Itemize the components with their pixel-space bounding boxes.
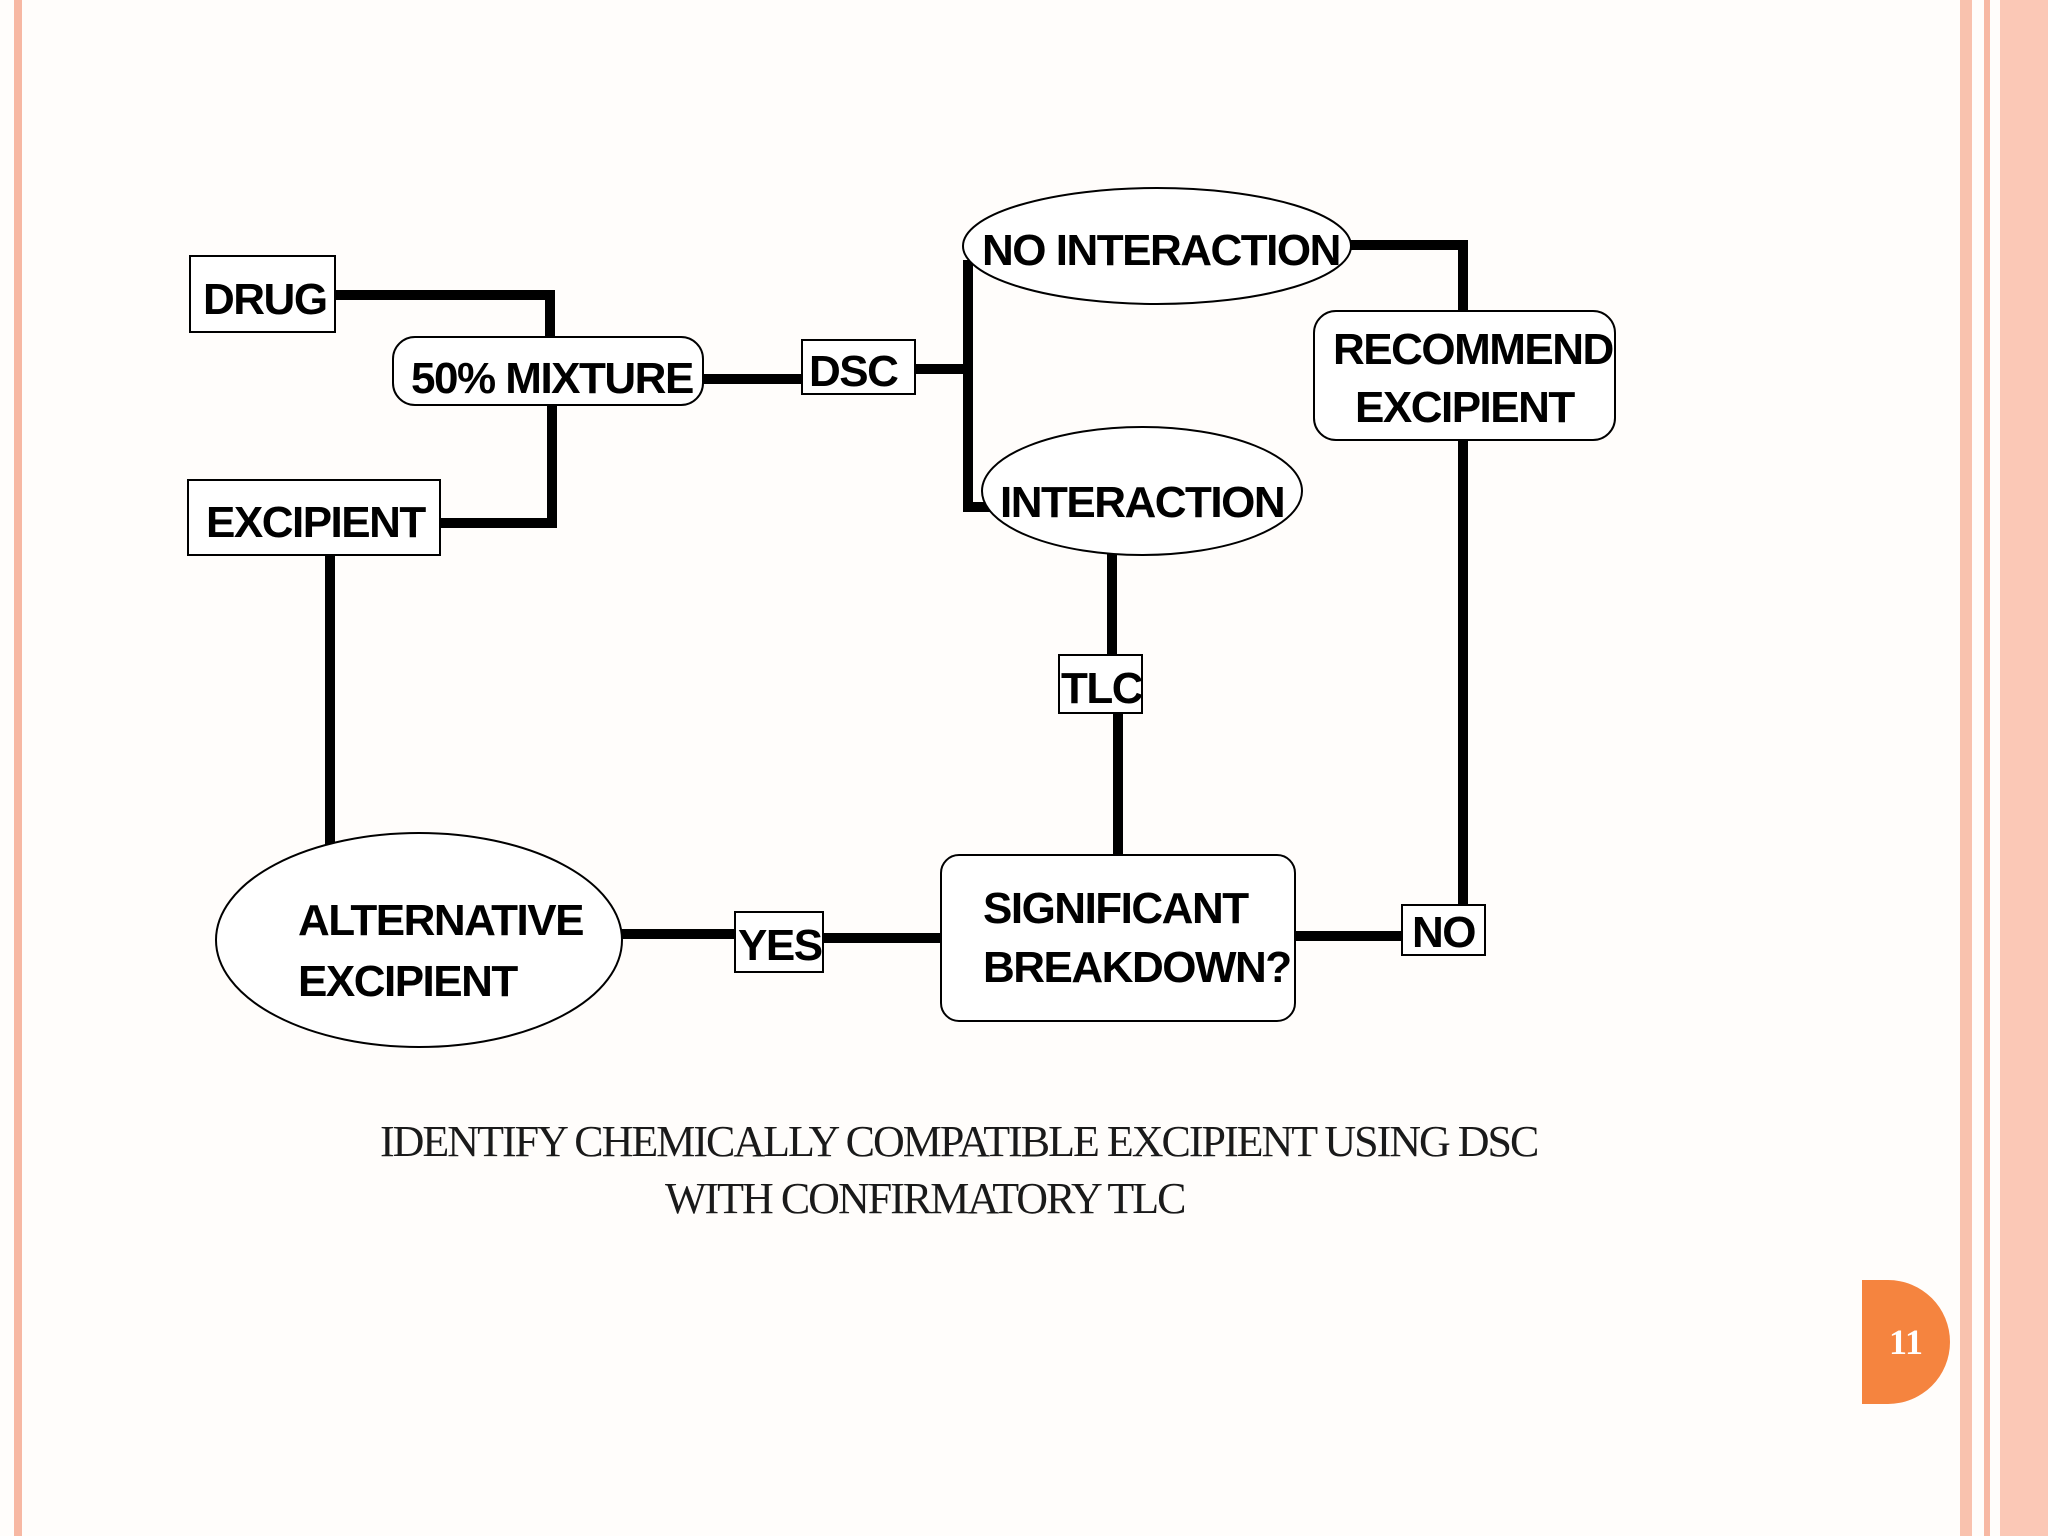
connectors: [325, 240, 1468, 943]
slide-border-left: [14, 0, 22, 1536]
node-breakdown: SIGNIFICANT BREAKDOWN?: [940, 854, 1296, 1022]
node-no: NO: [1401, 904, 1486, 957]
node-excipient-label: EXCIPIENT: [206, 498, 426, 547]
node-breakdown-line1: SIGNIFICANT: [983, 884, 1249, 933]
node-dsc: DSC: [801, 339, 916, 396]
slide-border-right: [1960, 0, 1972, 1536]
edge-drug-mixture: [330, 290, 555, 345]
node-alternative: ALTERNATIVE EXCIPIENT: [215, 832, 623, 1048]
node-tlc-label: TLC: [1061, 664, 1143, 713]
node-drug-label: DRUG: [203, 275, 327, 324]
node-recommend-line1: RECOMMEND: [1333, 325, 1613, 374]
slide-border-right-outer: [2000, 0, 2048, 1536]
node-interaction: INTERACTION: [981, 426, 1303, 556]
node-no-interaction-label: NO INTERACTION: [982, 226, 1340, 275]
edge-nointeraction-recommend: [1345, 240, 1468, 315]
node-no-label: NO: [1412, 908, 1475, 957]
edge-branch-vertical: [963, 260, 990, 512]
node-mixture: 50% MIXTURE: [392, 336, 704, 406]
slide-border-right-inner: [1984, 0, 1990, 1536]
node-recommend: RECOMMEND EXCIPIENT: [1313, 310, 1616, 441]
node-recommend-line2: EXCIPIENT: [1355, 383, 1575, 432]
caption-line1: IDENTIFY CHEMICALLY COMPATIBLE EXCIPIENT…: [380, 1117, 1537, 1166]
node-alternative-line1: ALTERNATIVE: [298, 896, 583, 945]
node-tlc: TLC: [1058, 654, 1144, 714]
caption-line2: WITH CONFIRMATORY TLC: [665, 1174, 1184, 1223]
node-excipient: EXCIPIENT: [187, 479, 441, 556]
edge-excipient-mixture: [435, 400, 557, 528]
page-number-badge: 11: [1862, 1280, 1950, 1404]
node-yes: YES: [734, 911, 824, 973]
node-alternative-line2: EXCIPIENT: [298, 957, 518, 1006]
node-dsc-label: DSC: [809, 347, 898, 396]
node-breakdown-line2: BREAKDOWN?: [983, 943, 1291, 992]
node-mixture-label: 50% MIXTURE: [411, 354, 693, 403]
node-no-interaction: NO INTERACTION: [962, 187, 1352, 305]
page-number: 11: [1888, 1322, 1923, 1362]
node-yes-label: YES: [738, 921, 822, 970]
node-interaction-label: INTERACTION: [1000, 478, 1284, 527]
node-drug: DRUG: [189, 255, 336, 333]
